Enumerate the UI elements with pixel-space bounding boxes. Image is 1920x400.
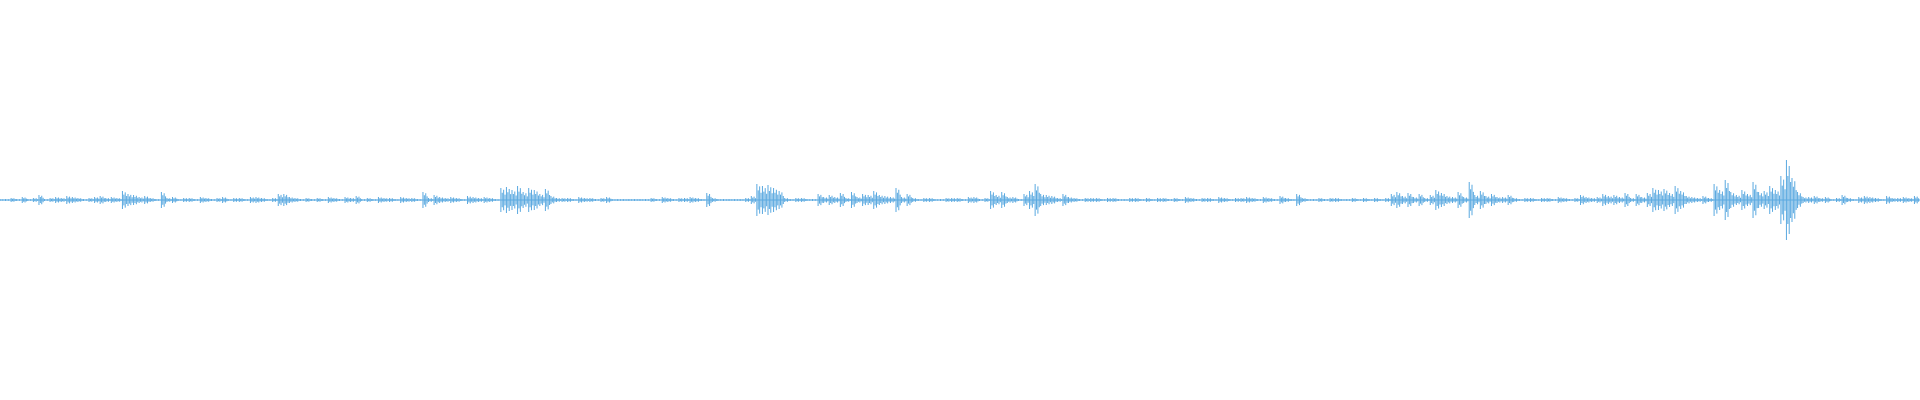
waveform-envelope <box>0 160 1920 240</box>
